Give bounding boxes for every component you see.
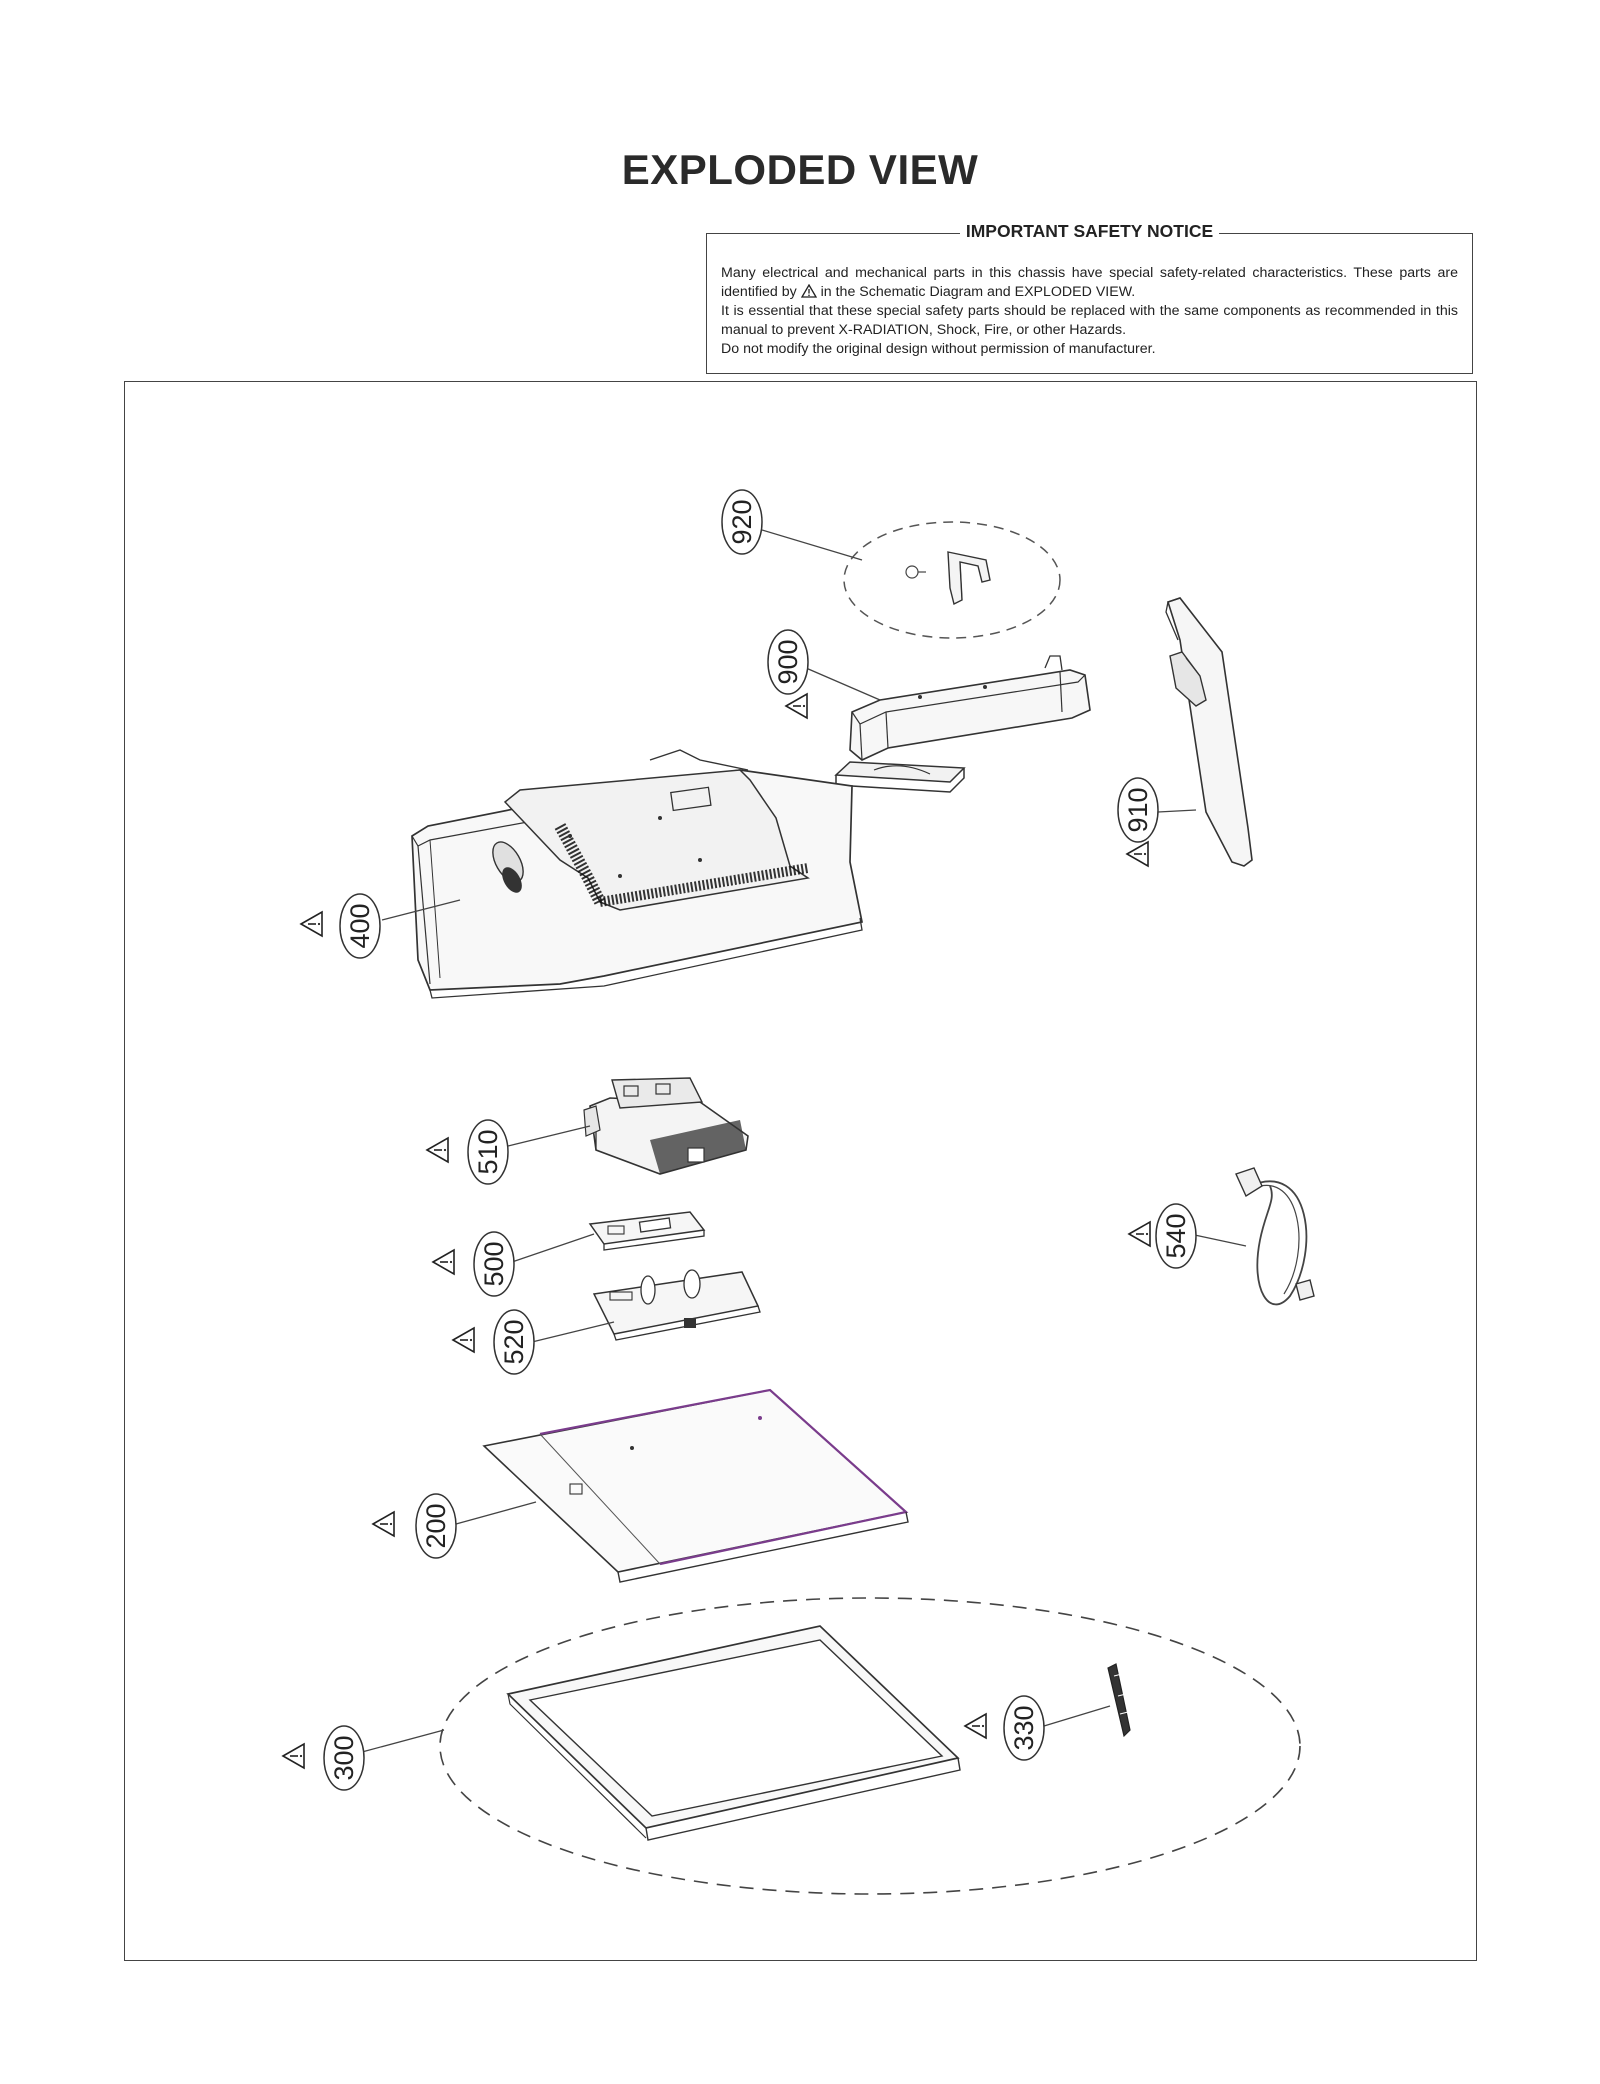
page-title: EXPLODED VIEW — [621, 146, 979, 193]
callout-label-910: 910 — [1123, 787, 1153, 832]
part-300-front-bezel — [506, 1625, 961, 1841]
warning-triangle-icon — [282, 1743, 305, 1769]
callout-300: 300 — [282, 1725, 365, 1791]
callout-920: 920 — [721, 489, 763, 555]
warning-triangle-icon — [426, 1137, 449, 1163]
part-500-small-board — [588, 1211, 706, 1251]
callout-200: 200 — [372, 1493, 457, 1559]
part-920-bracket-detail — [843, 521, 1061, 639]
warning-triangle-icon — [372, 1511, 395, 1537]
callout-label-510: 510 — [473, 1129, 503, 1174]
part-330-button-key — [1107, 1663, 1131, 1738]
notice-line3: Do not modify the original design withou… — [721, 341, 1156, 357]
warning-triangle-icon — [785, 693, 808, 719]
callout-330: 330 — [964, 1695, 1045, 1761]
part-910-stand-cover — [1165, 597, 1253, 867]
callout-label-300: 300 — [329, 1735, 359, 1780]
callout-540: 540 — [1128, 1203, 1197, 1269]
callout-label-520: 520 — [499, 1319, 529, 1364]
part-900-stand-neck — [834, 655, 1091, 793]
part-520-main-board — [592, 1269, 761, 1341]
callout-910: 910 — [1117, 777, 1159, 867]
warning-triangle-icon — [1128, 1221, 1151, 1247]
part-400-rear-cover — [411, 749, 863, 999]
callout-900: 900 — [767, 629, 809, 719]
part-300-330-group — [439, 1597, 1301, 1895]
callout-label-500: 500 — [479, 1241, 509, 1286]
notice-line1b: in the Schematic Diagram and EXPLODED VI… — [820, 284, 1136, 300]
callout-520: 520 — [452, 1309, 535, 1375]
callout-500: 500 — [432, 1231, 515, 1297]
warning-triangle-icon — [1126, 841, 1149, 867]
diagram-frame — [124, 381, 1477, 1961]
part-200-lcd-panel — [482, 1388, 909, 1583]
safety-notice-text: Many electrical and mechanical parts in … — [721, 264, 1458, 359]
callout-label-200: 200 — [421, 1503, 451, 1548]
safety-notice-heading: IMPORTANT SAFETY NOTICE — [959, 221, 1220, 241]
callout-label-900: 900 — [773, 639, 803, 684]
warning-triangle-icon — [432, 1249, 455, 1275]
warning-triangle-icon — [964, 1713, 987, 1739]
callout-label-920: 920 — [727, 499, 757, 544]
callout-510: 510 — [426, 1119, 509, 1185]
part-510-power-unit — [583, 1077, 749, 1175]
callout-label-330: 330 — [1009, 1705, 1039, 1750]
warning-triangle-icon — [300, 911, 323, 937]
safety-notice-box: IMPORTANT SAFETY NOTICE Many electrical … — [706, 221, 1473, 374]
callout-400: 400 — [300, 893, 381, 959]
leader-lines — [361, 529, 1247, 1753]
part-540-power-cord — [1235, 1167, 1315, 1306]
callout-label-400: 400 — [345, 903, 375, 948]
notice-line2: It is essential that these special safet… — [721, 303, 1458, 338]
warning-triangle-icon — [452, 1327, 475, 1353]
notice-line1a: Many electrical and mechanical parts in … — [721, 265, 1458, 300]
warning-triangle-icon — [800, 284, 817, 298]
callout-label-540: 540 — [1161, 1213, 1191, 1258]
